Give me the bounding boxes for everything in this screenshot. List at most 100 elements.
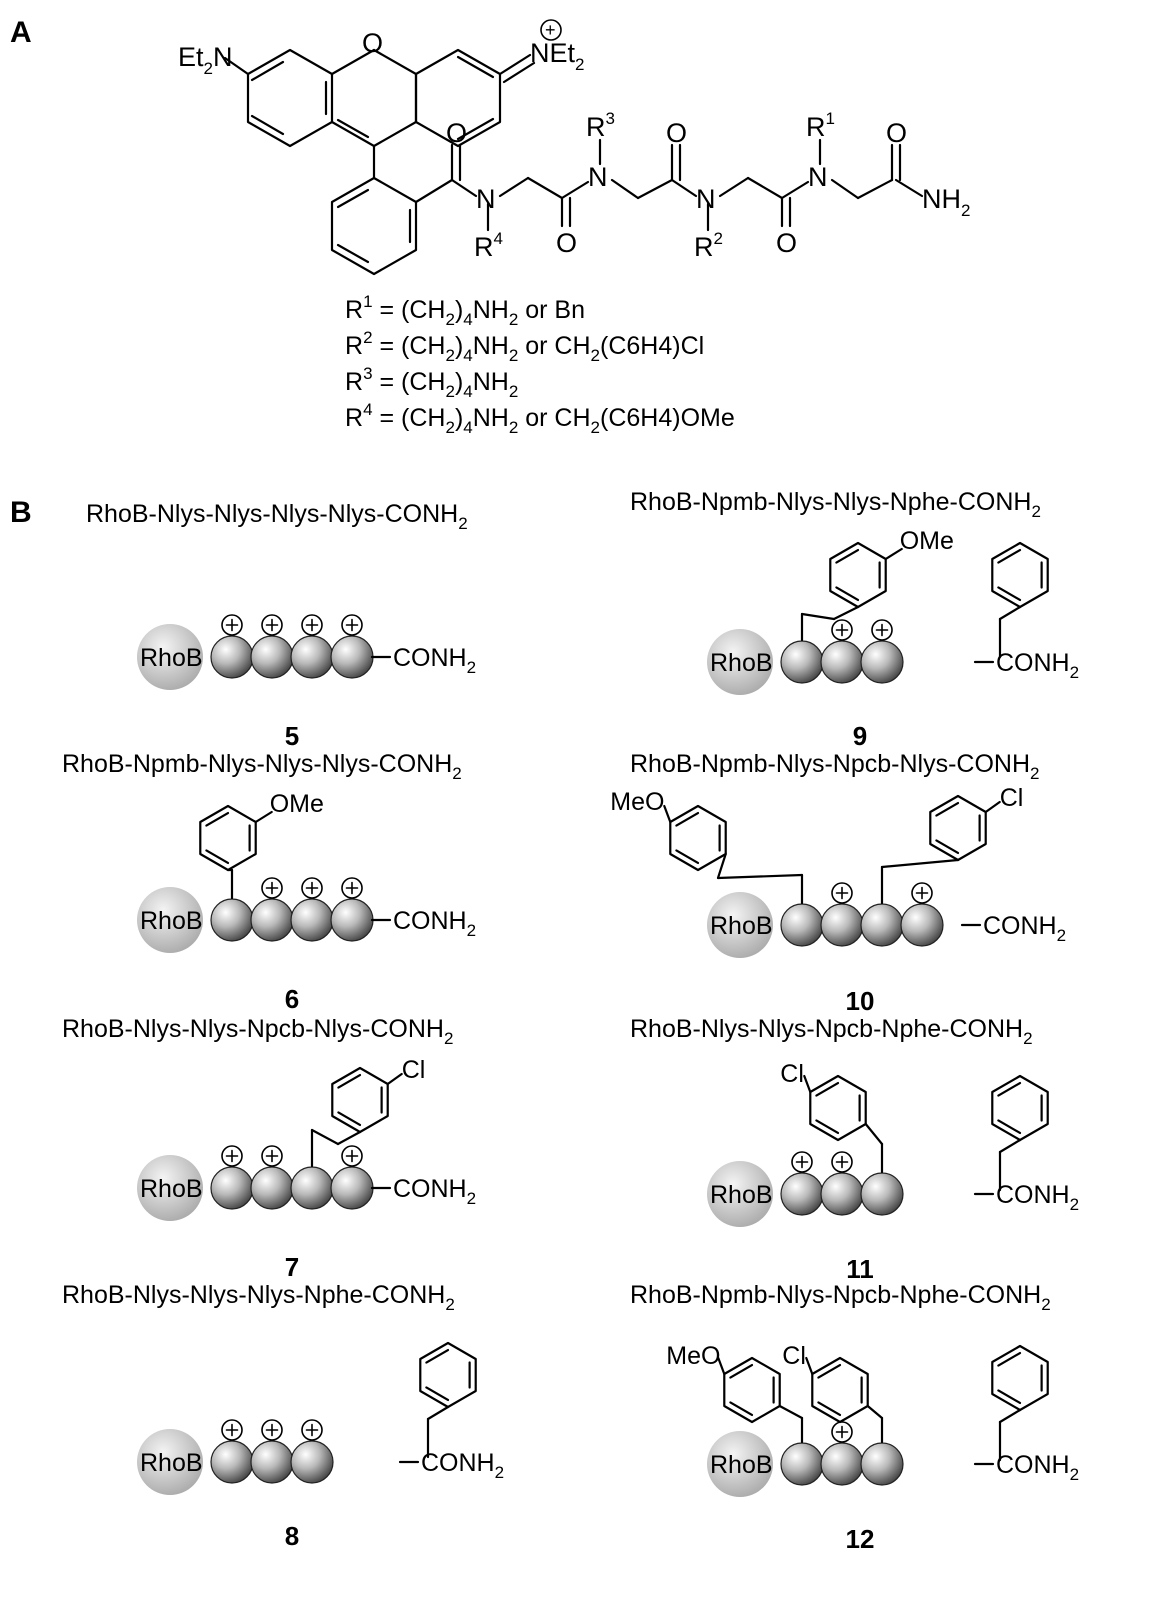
monomer-bead <box>290 898 334 942</box>
benzene-ring <box>991 541 1049 609</box>
peptoid-backbone <box>414 138 924 232</box>
benzene-ring <box>809 1074 867 1142</box>
meo-label: MeO <box>666 1342 720 1370</box>
compound-number-12: 12 <box>846 1524 875 1554</box>
monomer-bead <box>860 1442 904 1486</box>
positive-charge <box>341 614 363 636</box>
monomer-bead <box>780 640 824 684</box>
r-group-definitions: R1 = (CH2)4NH2 or Bn R2 = (CH2)4NH2 or C… <box>345 292 735 437</box>
svg-text:R2: R2 <box>694 229 723 262</box>
xanthene-core <box>223 48 536 276</box>
r1-definition: R1 = (CH2)4NH2 or Bn <box>345 292 585 329</box>
monomer-bead <box>900 903 944 947</box>
svg-text:+: + <box>545 20 556 40</box>
monomer-bead <box>290 1166 334 1210</box>
rhob-label: RhoB <box>140 907 203 935</box>
amide-n-3: N <box>696 184 716 214</box>
benzene-ring <box>991 1074 1049 1142</box>
rhodamine-bead <box>707 1431 773 1497</box>
monomer-bead <box>820 1172 864 1216</box>
cl-label: Cl <box>782 1342 806 1370</box>
monomer-bead <box>860 1172 904 1216</box>
cl-label: Cl <box>780 1060 804 1088</box>
ome-label: OMe <box>270 790 324 818</box>
benzene-ring <box>199 804 257 872</box>
conh2-terminus: CONH2 <box>370 644 476 677</box>
panel-b-label: B <box>10 496 32 529</box>
compound-name-12: RhoB-Npmb-Nlys-Npcb-Nphe-CONH2 <box>630 1281 1051 1314</box>
r2-label: R <box>694 232 714 262</box>
rhodamine-bead <box>137 1155 203 1221</box>
benzene-ring <box>929 794 987 862</box>
rhodamine-bead <box>707 629 773 695</box>
positive-charge <box>301 1419 323 1441</box>
conh2-label: CONH2 <box>421 1449 504 1482</box>
carbonyl-o-4: O <box>776 228 797 258</box>
rhob-label: RhoB <box>140 644 203 672</box>
monomer-bead <box>820 1442 864 1486</box>
positive-charge <box>261 877 283 899</box>
compound-number-5: 5 <box>285 721 299 751</box>
positive-charge <box>261 1145 283 1167</box>
carbonyl-o-5: O <box>886 118 907 148</box>
panel-a-label: A <box>10 16 32 49</box>
conh2-terminus: CONH2 <box>973 649 1079 682</box>
rhob-label: RhoB <box>140 1449 203 1477</box>
monomer-bead <box>780 1442 824 1486</box>
positive-charge <box>831 1151 853 1173</box>
monomer-bead <box>210 1440 254 1484</box>
positive-charge <box>301 614 323 636</box>
r3-label: R <box>586 112 606 142</box>
amide-n-2: N <box>588 162 608 192</box>
xanthene-oxygen: O <box>362 28 383 58</box>
iminium-n: N <box>530 38 550 68</box>
svg-text:Et2N: Et2N <box>178 42 232 78</box>
positive-charge <box>341 1145 363 1167</box>
monomer-bead <box>250 1440 294 1484</box>
conh2-label: CONH2 <box>996 649 1079 682</box>
rhob-label: RhoB <box>140 1175 203 1203</box>
rhob-label: RhoB <box>710 912 773 940</box>
monomer-bead <box>860 903 904 947</box>
conh2-terminus: CONH2 <box>973 1181 1079 1214</box>
rhodamine-peptoid-structure: Et2N O NEt2 + O N R4 O N R3 O N R2 O N R… <box>178 19 970 276</box>
compound-name-10: RhoB-Npmb-Nlys-Npcb-Nlys-CONH2 <box>630 750 1040 783</box>
positive-charge <box>221 1419 243 1441</box>
monomer-bead <box>820 903 864 947</box>
svg-text:NH2: NH2 <box>922 184 970 220</box>
compound-name-9: RhoB-Npmb-Nlys-Nlys-Nphe-CONH2 <box>630 488 1041 521</box>
compound-name-8: RhoB-Nlys-Nlys-Nlys-Nphe-CONH2 <box>62 1281 455 1314</box>
conh2-label: CONH2 <box>983 912 1066 945</box>
rhob-label: RhoB <box>710 1451 773 1479</box>
conh2-terminus: CONH2 <box>370 1175 476 1208</box>
carbonyl-o-3: O <box>666 118 687 148</box>
positive-charge <box>831 1421 853 1443</box>
positive-charge <box>791 1151 813 1173</box>
benzene-ring <box>331 1066 389 1134</box>
benzene-ring <box>829 541 887 609</box>
conh2-terminus: CONH2 <box>370 907 476 940</box>
positive-charge <box>341 877 363 899</box>
monomer-bead <box>820 640 864 684</box>
svg-text:NEt2: NEt2 <box>530 38 584 74</box>
positive-charge <box>261 1419 283 1441</box>
benzene-ring <box>723 1356 781 1424</box>
monomer-bead <box>330 635 374 679</box>
positive-charge <box>831 882 853 904</box>
svg-text:R4: R4 <box>474 229 503 262</box>
monomer-bead <box>860 640 904 684</box>
rhob-label: RhoB <box>710 1181 773 1209</box>
amide-n-1: N <box>476 184 496 214</box>
monomer-bead <box>780 903 824 947</box>
positive-charge <box>911 882 933 904</box>
conh2-label: CONH2 <box>393 644 476 677</box>
compound-name-6: RhoB-Npmb-Nlys-Nlys-Nlys-CONH2 <box>62 750 462 783</box>
compound-number-8: 8 <box>285 1521 299 1551</box>
conh2-terminus: CONH2 <box>398 1449 504 1482</box>
